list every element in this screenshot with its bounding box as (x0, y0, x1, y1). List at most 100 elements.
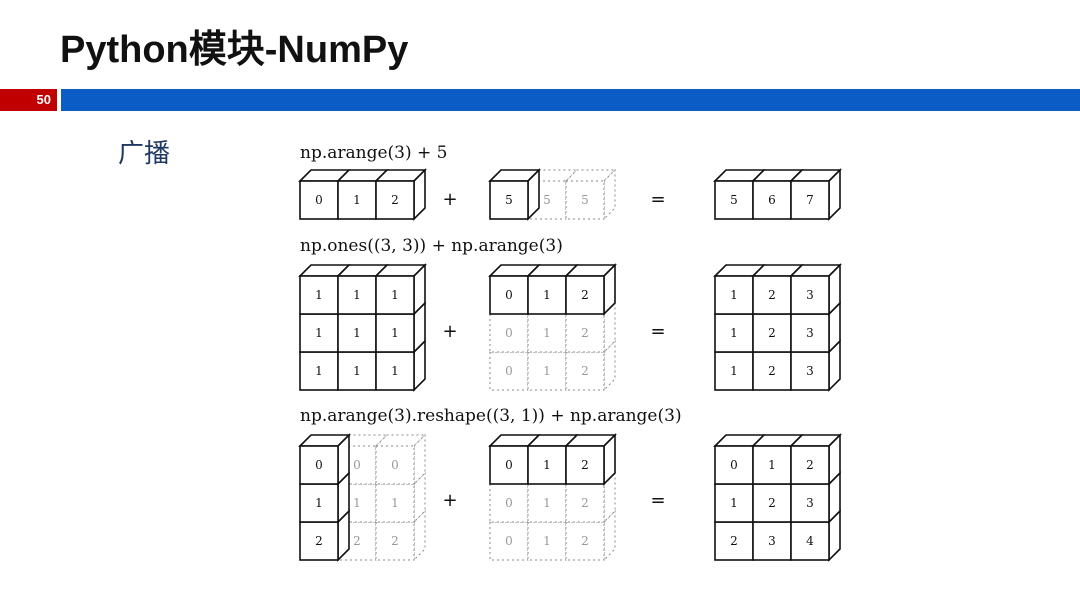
expression-label: np.arange(3).reshape((3, 1)) + np.arange… (300, 406, 682, 426)
cell-value: 1 (315, 288, 323, 302)
array-cell: 0 (489, 313, 529, 353)
cell-value: 1 (315, 364, 323, 378)
cell-value: 2 (768, 326, 776, 340)
array-cell: 3 (790, 301, 841, 354)
cell-value: 5 (581, 193, 589, 207)
cell-value: 2 (353, 534, 361, 548)
cube-front-face (565, 351, 605, 391)
cube-front-face (375, 180, 415, 220)
cell-value: 0 (505, 496, 513, 510)
array-cell: 2 (751, 264, 804, 315)
cell-value: 2 (391, 534, 399, 548)
array-cell: 2 (564, 263, 617, 316)
cell-value: 0 (505, 534, 513, 548)
cube-front-face (565, 180, 605, 220)
cell-value: 2 (581, 364, 589, 378)
cube-front-face (489, 445, 529, 485)
array-cell: 0 (489, 351, 529, 391)
array-cell: 1 (298, 264, 351, 315)
cube-front-face (714, 275, 754, 315)
array-cell: 0 (298, 433, 351, 486)
cell-value: 1 (315, 496, 323, 510)
array-cell: 2 (564, 433, 617, 486)
cell-value: 2 (581, 534, 589, 548)
cell-value: 5 (505, 193, 513, 207)
cube-front-face (527, 521, 567, 561)
cube-front-face (489, 180, 529, 220)
cell-value: 1 (391, 326, 399, 340)
array-cell: 1 (374, 263, 427, 316)
cell-value: 2 (768, 364, 776, 378)
cell-value: 2 (768, 496, 776, 510)
array-cell: 1 (527, 351, 567, 391)
cell-value: 1 (391, 364, 399, 378)
cell-value: 0 (505, 364, 513, 378)
array-cell: 5 (713, 169, 766, 220)
array-cell: 1 (527, 483, 567, 523)
array-cell: 3 (789, 263, 842, 316)
array-cell: 2 (565, 509, 616, 562)
cell-value: 2 (581, 288, 589, 302)
equals-operator: = (650, 490, 665, 511)
cube-front-face (752, 445, 792, 485)
cell-value: 0 (315, 458, 323, 472)
cube-front-face (527, 445, 567, 485)
cube-front-face (790, 351, 830, 391)
array-cell: 6 (751, 169, 804, 220)
page-number-badge: 50 (0, 89, 57, 111)
cube-front-face (299, 180, 339, 220)
cell-value: 1 (768, 458, 776, 472)
expression-label: np.ones((3, 3)) + np.arange(3) (300, 236, 563, 256)
cell-value: 1 (543, 288, 551, 302)
array-cell: 1 (751, 434, 804, 485)
array-cell: 3 (790, 339, 841, 392)
cell-value: 2 (806, 458, 814, 472)
cube-front-face (752, 275, 792, 315)
cell-value: 5 (543, 193, 551, 207)
array-cell: 1 (714, 351, 754, 391)
cell-value: 0 (391, 458, 399, 472)
cell-value: 1 (730, 326, 738, 340)
cell-value: 3 (806, 496, 814, 510)
cube-front-face (714, 180, 754, 220)
cube-front-face (565, 521, 605, 561)
cell-value: 3 (806, 288, 814, 302)
cell-value: 3 (768, 534, 776, 548)
array-cell: 2 (752, 351, 792, 391)
array-cell: 2 (752, 483, 792, 523)
cell-value: 1 (391, 288, 399, 302)
array-cell: 2 (752, 313, 792, 353)
array-cell: 5 (564, 168, 617, 221)
cell-value: 1 (730, 288, 738, 302)
array-cell: 0 (488, 264, 541, 315)
cube-front-face (790, 521, 830, 561)
equals-operator: = (650, 189, 665, 210)
cell-value: 1 (353, 326, 361, 340)
cell-value: 1 (730, 496, 738, 510)
array-cell: 0 (489, 521, 529, 561)
array-cell: 1 (299, 471, 350, 524)
cell-value: 1 (353, 193, 361, 207)
equals-operator: = (650, 321, 665, 342)
cube-front-face (565, 275, 605, 315)
array-cell: 1 (714, 313, 754, 353)
array-cell: 2 (374, 168, 427, 221)
array-cell: 2 (375, 509, 426, 562)
cell-value: 0 (505, 326, 513, 340)
array-cell: 2 (789, 433, 842, 486)
cube-front-face (489, 313, 529, 353)
cell-value: 1 (353, 288, 361, 302)
array-cell: 1 (336, 264, 389, 315)
right-operand-array: 5 5 5 (488, 168, 617, 221)
array-cell: 1 (714, 483, 754, 523)
cell-value: 5 (730, 193, 738, 207)
cell-value: 0 (505, 288, 513, 302)
array-cell: 1 (337, 313, 377, 353)
cell-value: 1 (315, 326, 323, 340)
array-cell: 1 (299, 351, 339, 391)
array-cell: 2 (565, 471, 616, 524)
